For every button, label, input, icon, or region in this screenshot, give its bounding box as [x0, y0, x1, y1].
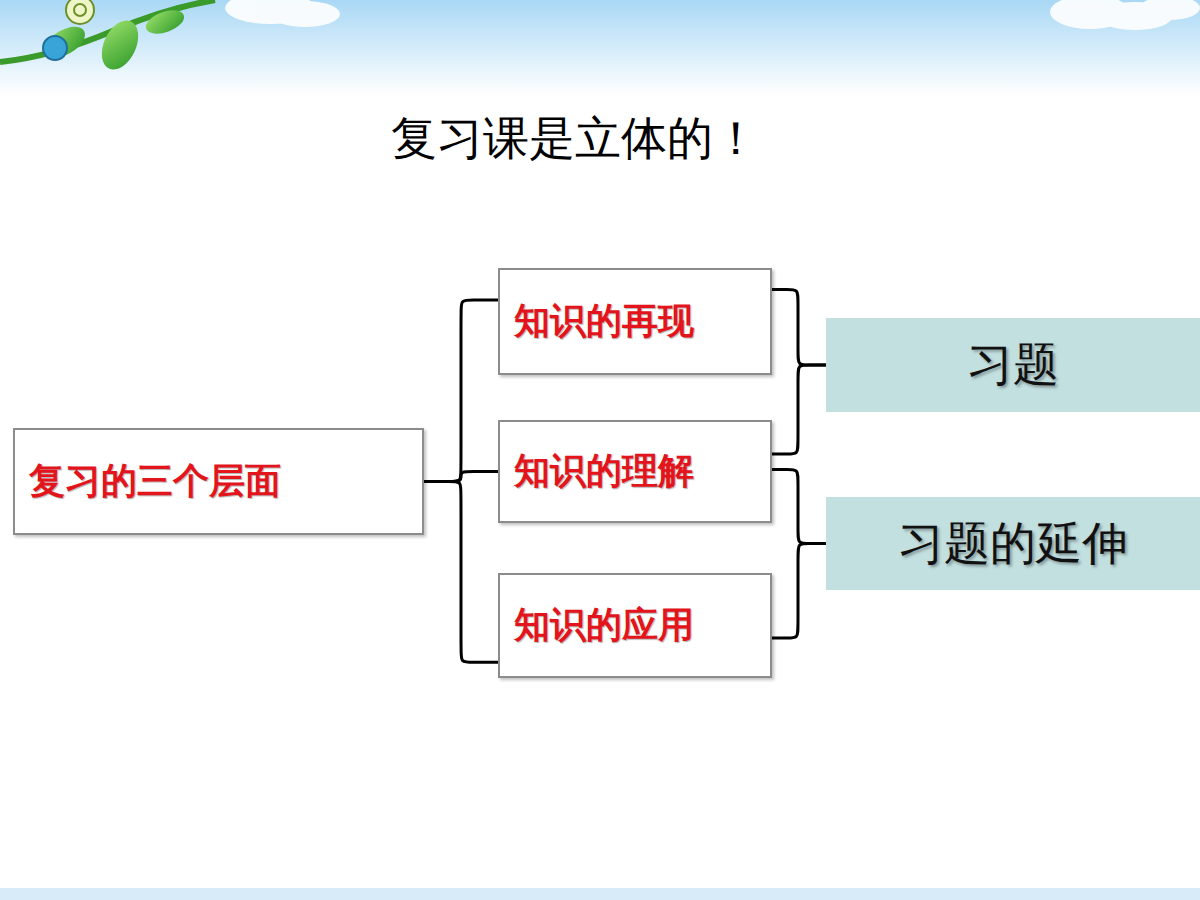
node-label: 知识的应用 — [514, 601, 694, 650]
level-box: 知识的应用 — [498, 573, 772, 678]
brace-connector — [424, 482, 498, 663]
node-label: 习题的延伸 — [898, 513, 1128, 575]
vine-illustration — [0, 0, 215, 75]
node-label: 知识的理解 — [514, 447, 694, 496]
level-box: 知识的理解 — [498, 420, 772, 523]
slide-title: 复习课是立体的！ — [391, 108, 759, 170]
node-label: 复习的三个层面 — [29, 457, 281, 506]
exercise-band: 习题的延伸 — [826, 497, 1200, 590]
node-label: 知识的再现 — [514, 297, 694, 346]
level-box: 知识的再现 — [498, 268, 772, 375]
brace-connector — [772, 544, 826, 639]
brace-connector — [772, 365, 826, 454]
brace-connector — [772, 469, 826, 543]
brace-connector — [424, 300, 498, 481]
node-label: 习题 — [967, 334, 1059, 396]
exercise-band: 习题 — [826, 318, 1200, 412]
brace-connector — [772, 289, 826, 365]
footer-band — [0, 888, 1200, 900]
root-box: 复习的三个层面 — [13, 428, 424, 535]
header-band — [0, 0, 1200, 95]
cloud — [225, 0, 1200, 30]
